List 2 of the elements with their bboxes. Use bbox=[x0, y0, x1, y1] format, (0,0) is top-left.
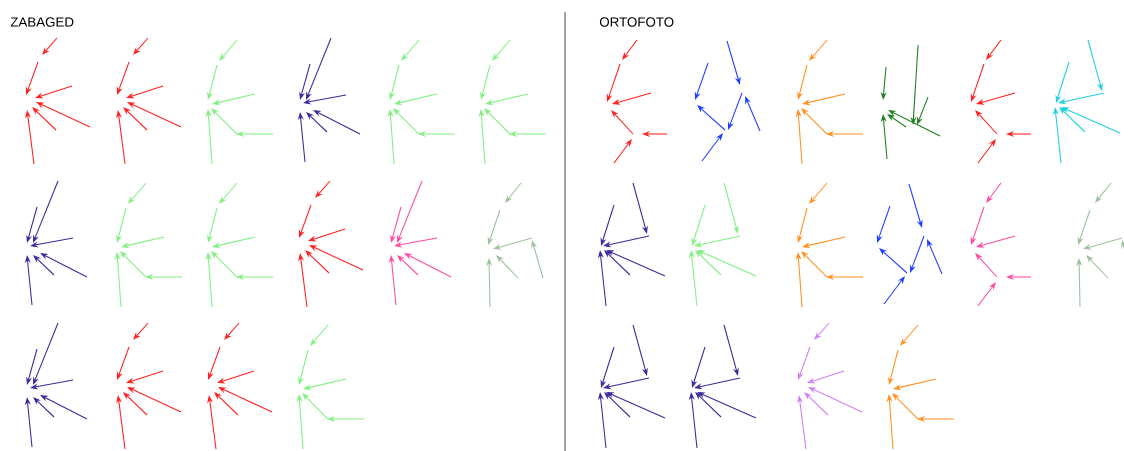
panel-heading: ZABAGED bbox=[10, 17, 74, 27]
panel-heading: ORTOFOTO bbox=[599, 17, 674, 27]
